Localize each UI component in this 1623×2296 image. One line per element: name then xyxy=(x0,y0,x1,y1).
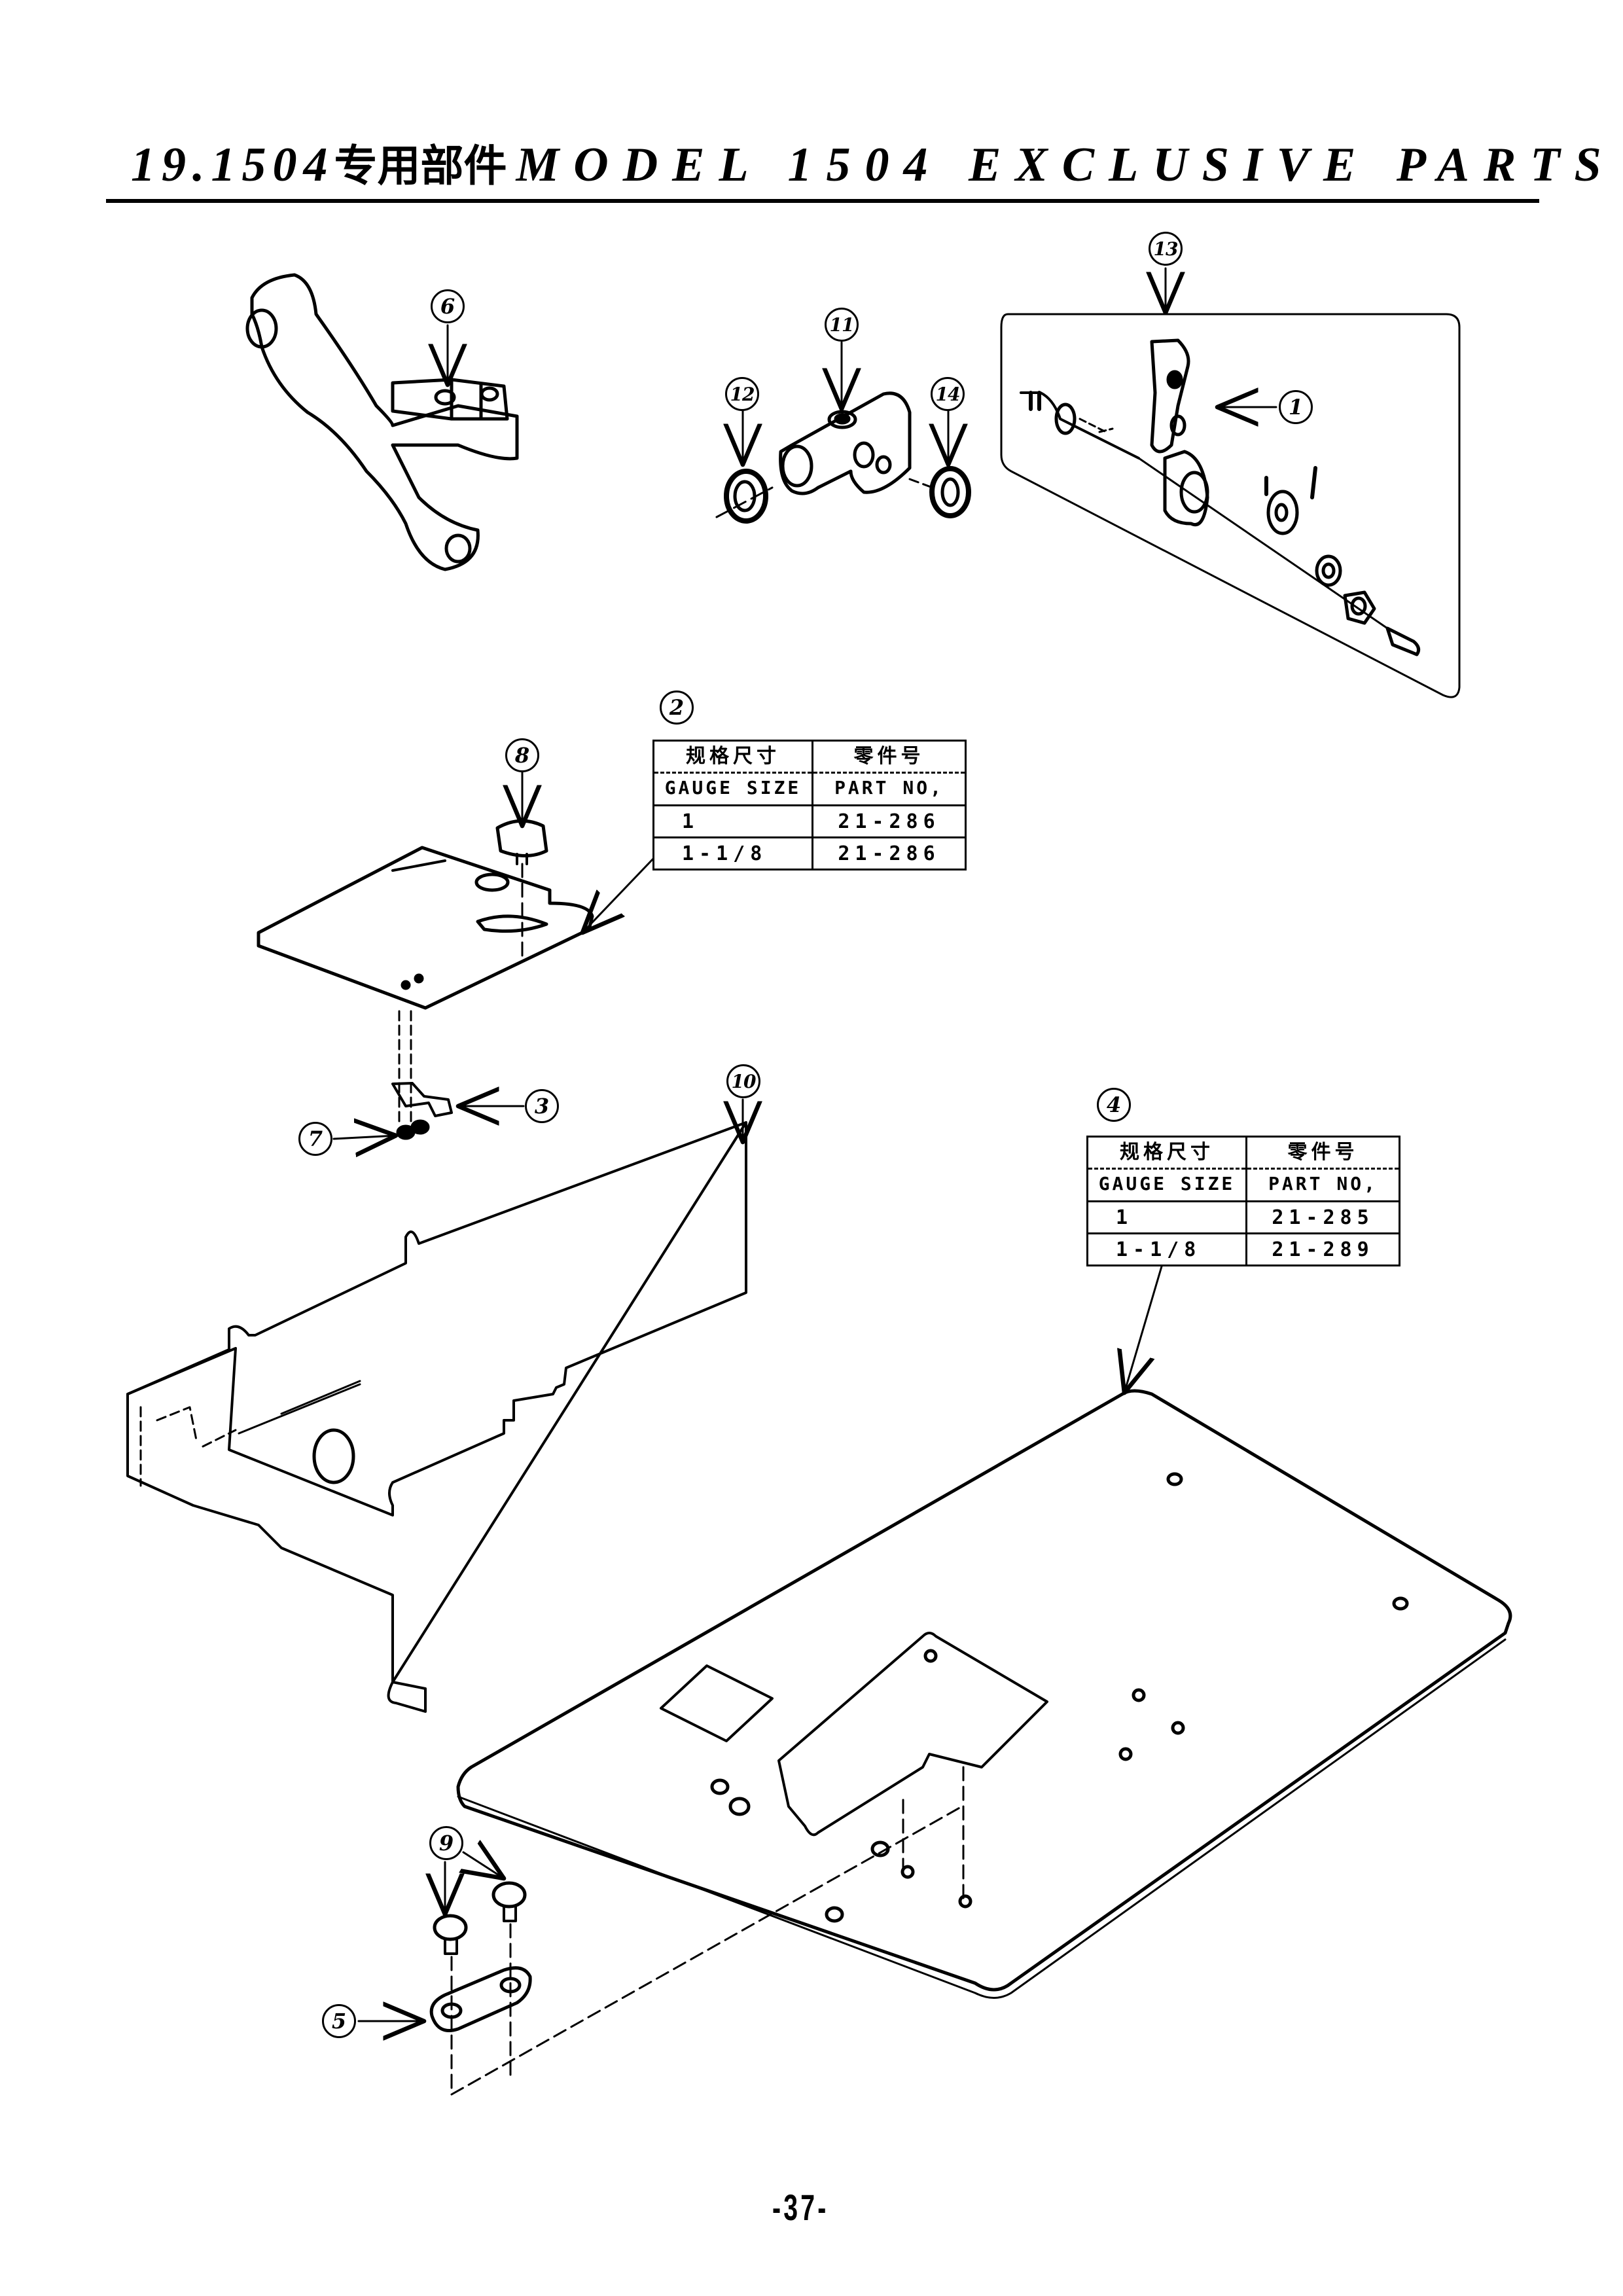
gauge-cell: 1 xyxy=(652,804,813,838)
part-7-setscrews xyxy=(396,1119,430,1140)
part-12-washer xyxy=(715,469,774,524)
callout-3: 3 xyxy=(525,1089,559,1123)
callout-9: 9 xyxy=(429,1826,463,1860)
callout-11: 11 xyxy=(825,308,859,342)
table-row: 1-1/8 21-289 xyxy=(1086,1232,1400,1266)
part-no-header-cn: 零件号 xyxy=(813,742,965,774)
callout-1: 1 xyxy=(1279,390,1313,424)
page-number: -37- xyxy=(772,2187,829,2228)
callout-12: 12 xyxy=(725,377,759,411)
part-2-slide-plate xyxy=(257,846,594,1010)
part-3-bracket xyxy=(391,1010,453,1127)
gauge-size-header-en: GAUGE SIZE xyxy=(1098,1173,1236,1194)
section-number: 19.1504 xyxy=(131,138,334,192)
gauge-cell: 1 xyxy=(1086,1200,1247,1234)
title-chinese: 专用部件 xyxy=(334,141,507,191)
part-no-header: 零件号 PART NO, xyxy=(812,740,967,806)
callout-13: 13 xyxy=(1149,232,1183,266)
gauge-cell: 1-1/8 xyxy=(652,836,813,870)
part-no-cell: 21-286 xyxy=(812,804,967,838)
callout-6: 6 xyxy=(431,289,465,323)
gauge-size-header: 规格尺寸 GAUGE SIZE xyxy=(1086,1136,1247,1202)
callout-10: 10 xyxy=(726,1064,760,1098)
gauge-size-header-en: GAUGE SIZE xyxy=(664,777,802,798)
gauge-size-header-cn: 规格尺寸 xyxy=(1088,1138,1245,1170)
part-no-header-en: PART NO, xyxy=(1268,1173,1378,1194)
part-11-shaft-bushing xyxy=(779,391,912,495)
callout-5: 5 xyxy=(322,2004,356,2038)
table-row: 1-1/8 21-286 xyxy=(652,836,967,870)
part-4-bed-plate xyxy=(456,1389,1512,1999)
part-no-header: 零件号 PART NO, xyxy=(1245,1136,1400,1202)
part-9-screws xyxy=(433,1881,527,1955)
title-english: MODEL 1504 EXCLUSIVE PARTS xyxy=(516,138,1616,192)
table-row: 1 21-286 xyxy=(652,804,967,838)
gauge-size-header-cn: 规格尺寸 xyxy=(654,742,812,774)
callout-8: 8 xyxy=(505,738,539,772)
title-rule xyxy=(106,199,1539,203)
part-4-gauge-table: 规格尺寸 GAUGE SIZE 零件号 PART NO, 1 21-285 1-… xyxy=(1086,1136,1400,1266)
gauge-size-header: 规格尺寸 GAUGE SIZE xyxy=(652,740,813,806)
part-5-plate xyxy=(429,1805,963,2096)
part-no-header-en: PART NO, xyxy=(834,777,944,798)
part-no-cell: 21-289 xyxy=(1245,1232,1400,1266)
part-no-cell: 21-286 xyxy=(812,836,967,870)
callout-14: 14 xyxy=(931,377,965,411)
part-2-gauge-table: 规格尺寸 GAUGE SIZE 零件号 PART NO, 1 21-286 1-… xyxy=(652,740,967,870)
leader-lines xyxy=(332,267,1277,2021)
callout-2: 2 xyxy=(660,691,694,725)
part-13-assembly xyxy=(1000,313,1461,698)
part-no-cell: 21-285 xyxy=(1245,1200,1400,1234)
part-10-side-cover xyxy=(126,1121,747,1713)
table-row: 1 21-285 xyxy=(1086,1200,1400,1234)
part-6-lever-arm xyxy=(245,273,519,571)
callout-7: 7 xyxy=(298,1122,332,1156)
part-no-header-cn: 零件号 xyxy=(1247,1138,1399,1170)
callout-4: 4 xyxy=(1097,1088,1131,1122)
part-14-washer xyxy=(908,466,971,518)
part-8-knob xyxy=(495,819,548,963)
gauge-cell: 1-1/8 xyxy=(1086,1232,1247,1266)
